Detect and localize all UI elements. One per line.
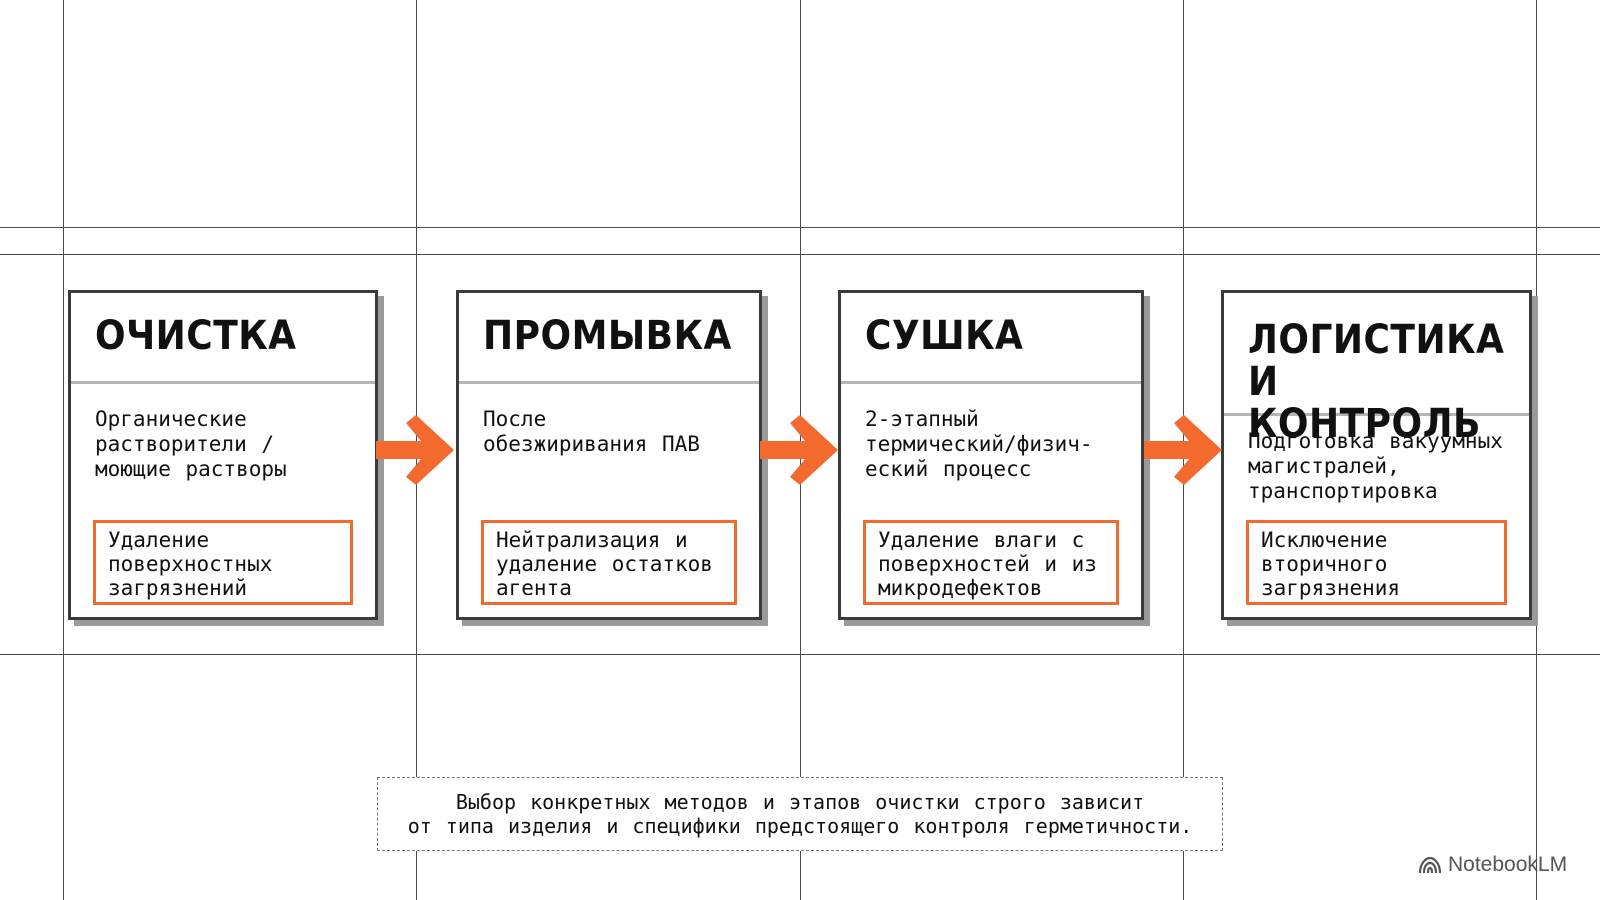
- stage-result-box: Исключение вторичного загрязнения: [1246, 520, 1507, 605]
- grid-line: [0, 654, 1600, 655]
- grid-line: [0, 227, 1600, 228]
- stage-drying: СУШКА 2-этапный термический/физич- еский…: [838, 290, 1144, 620]
- stage-title: ЛОГИСТИКА И КОНТРОЛЬ: [1248, 317, 1505, 447]
- stage-result-box: Удаление поверхностных загрязнений: [93, 520, 353, 605]
- stage-title: ОЧИСТКА: [95, 313, 297, 359]
- arrow-right-icon: [760, 415, 838, 485]
- stage-description: 2-этапный термический/физич- еский проце…: [865, 407, 1093, 481]
- notebooklm-logo-icon: [1418, 856, 1442, 874]
- stage-header: ПРОМЫВКА: [459, 293, 759, 384]
- grid-line: [1536, 0, 1537, 900]
- arrow-right-icon: [1144, 415, 1222, 485]
- stage-header: ЛОГИСТИКА И КОНТРОЛЬ: [1224, 293, 1529, 445]
- stage-rinsing: ПРОМЫВКА После обезжиривания ПАВ Нейтрал…: [456, 290, 762, 620]
- stage-result-box: Нейтрализация и удаление остатков агента: [481, 520, 737, 605]
- stage-description: Подготовка вакуумных магистралей, трансп…: [1248, 429, 1503, 503]
- stage-title: СУШКА: [865, 313, 1024, 359]
- stage-title: ПРОМЫВКА: [483, 313, 732, 359]
- grid-line: [63, 0, 64, 900]
- stage-logistics-control: ЛОГИСТИКА И КОНТРОЛЬ Подготовка вакуумны…: [1221, 290, 1532, 620]
- stage-header: ОЧИСТКА: [71, 293, 375, 384]
- stage-description: После обезжиривания ПАВ: [483, 407, 700, 456]
- stage-description: Органические растворители / моющие раств…: [95, 407, 287, 481]
- stage-cleaning: ОЧИСТКА Органические растворители / моющ…: [68, 290, 378, 620]
- brand-name: NotebookLM: [1448, 853, 1568, 876]
- brand-watermark: NotebookLM: [1418, 853, 1567, 877]
- arrow-right-icon: [376, 415, 454, 485]
- grid-line: [0, 254, 1600, 255]
- stage-result-box: Удаление влаги с поверхностей и из микро…: [863, 520, 1119, 605]
- footnote: Выбор конкретных методов и этапов очистк…: [377, 777, 1223, 851]
- stage-header: СУШКА: [841, 293, 1141, 384]
